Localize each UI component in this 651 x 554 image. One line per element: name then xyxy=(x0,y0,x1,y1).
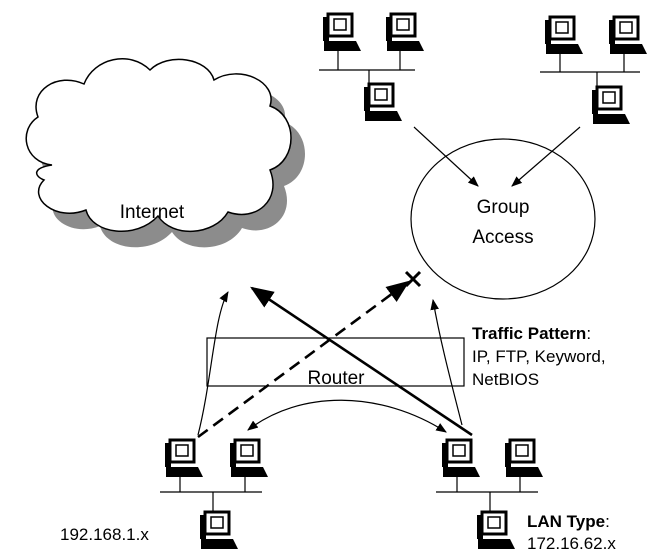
computer-icon xyxy=(384,12,426,53)
computer-icon xyxy=(475,510,517,551)
group-access-circle xyxy=(410,138,596,300)
internet-cloud: Internet xyxy=(25,58,306,248)
cloud-body xyxy=(25,58,292,233)
router-label: Router xyxy=(307,368,365,389)
arrow-to-group-access-left xyxy=(413,126,479,187)
internet-label: Internet xyxy=(120,202,185,223)
blocked-x-icon xyxy=(404,270,422,288)
flow-right-lan-to-internet xyxy=(250,286,473,437)
traffic-pattern-line2: NetBIOS xyxy=(472,370,539,389)
group-access-label-line2: Access xyxy=(472,227,533,248)
lan-type-heading: LAN Type: xyxy=(527,512,610,531)
computer-icon xyxy=(607,15,649,56)
computer-icon xyxy=(590,85,632,126)
flow-left-lan-right-lan xyxy=(247,399,447,433)
bottom-left-lan: 192.168.1.x xyxy=(60,438,270,551)
computer-icon xyxy=(543,15,585,56)
traffic-pattern-heading: Traffic Pattern: xyxy=(472,324,591,343)
group-access: Group Access xyxy=(410,138,596,300)
flow-right-lan-to-group-access xyxy=(430,298,463,426)
computer-icon xyxy=(163,438,205,479)
arrow-to-group-access-right xyxy=(511,126,581,187)
computer-icon xyxy=(362,82,404,123)
computer-icon xyxy=(440,438,482,479)
computer-icon xyxy=(503,438,545,479)
left-lan-address: 192.168.1.x xyxy=(60,525,149,544)
router-box xyxy=(206,337,465,387)
computer-icon xyxy=(198,510,240,551)
flow-left-lan-to-internet xyxy=(197,291,229,436)
right-lan-address: 172.16.62.x xyxy=(527,534,616,553)
group-access-label-line1: Group xyxy=(477,197,530,218)
bottom-right-lan: LAN Type: 172.16.62.x xyxy=(436,438,616,553)
blocked-flow-left-lan-to-group-access xyxy=(197,280,410,439)
traffic-pattern-line1: IP, FTP, Keyword, xyxy=(472,347,606,366)
traffic-pattern-label: Traffic Pattern: IP, FTP, Keyword, NetBI… xyxy=(472,324,606,389)
router: Router xyxy=(206,337,465,389)
computer-icon xyxy=(321,12,363,53)
top-right-lan xyxy=(540,15,649,126)
computer-icon xyxy=(228,438,270,479)
top-left-lan xyxy=(319,12,426,123)
